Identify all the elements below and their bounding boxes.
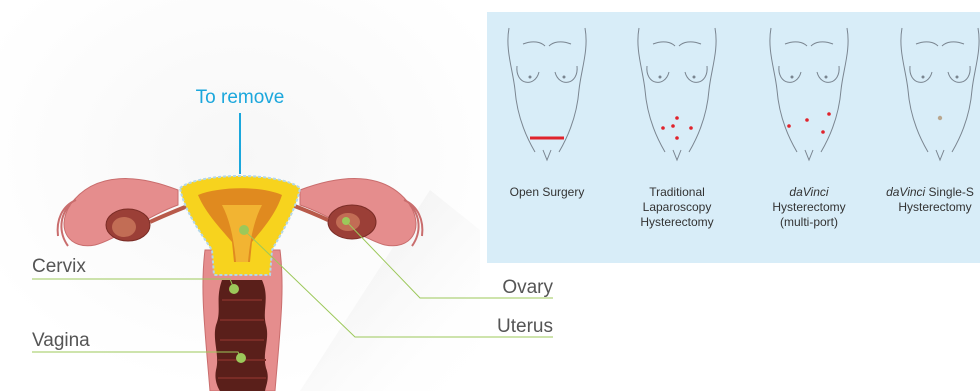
nipple [529, 76, 532, 79]
caption-davinci-line2: Hysterectomy [772, 200, 845, 214]
vagina-label: Vagina [32, 330, 90, 351]
nipple [956, 76, 959, 79]
caption-single-site-line2: Hysterectomy [898, 200, 971, 214]
caption-single-site-line1: daVinci Single-S [886, 185, 974, 199]
to-remove-label: To remove [196, 87, 285, 108]
caption-laparoscopy-line1: Traditional [649, 185, 705, 199]
incision-dot [661, 126, 665, 130]
nipple [563, 76, 566, 79]
nipple [922, 76, 925, 79]
incision-dot [805, 118, 809, 122]
incision-dot [787, 124, 791, 128]
caption-single-site-brand: daVinci [886, 185, 925, 199]
caption-open-surgery-line1: Open Surgery [510, 185, 585, 199]
incision-dot [689, 126, 693, 130]
caption-laparoscopy-line2: Laparoscopy [643, 200, 712, 214]
incision-dot [675, 136, 679, 140]
nipple [659, 76, 662, 79]
ovary-label: Ovary [502, 277, 553, 298]
caption-laparoscopy-line3: Hysterectomy [640, 215, 713, 229]
caption-single-site-suffix: Single-S [925, 185, 974, 199]
nipple [825, 76, 828, 79]
incision-dot [671, 124, 675, 128]
incision-dot [938, 116, 942, 120]
uterus-label: Uterus [497, 316, 553, 337]
incision-dot [827, 112, 831, 116]
incision-dot [821, 130, 825, 134]
caption-davinci-line3: (multi-port) [780, 215, 838, 229]
nipple [791, 76, 794, 79]
caption-davinci-line1: daVinci [789, 185, 828, 199]
nipple [693, 76, 696, 79]
vaginal-canal [215, 280, 268, 391]
incision-dot [675, 116, 679, 120]
cervix-label: Cervix [32, 256, 86, 277]
